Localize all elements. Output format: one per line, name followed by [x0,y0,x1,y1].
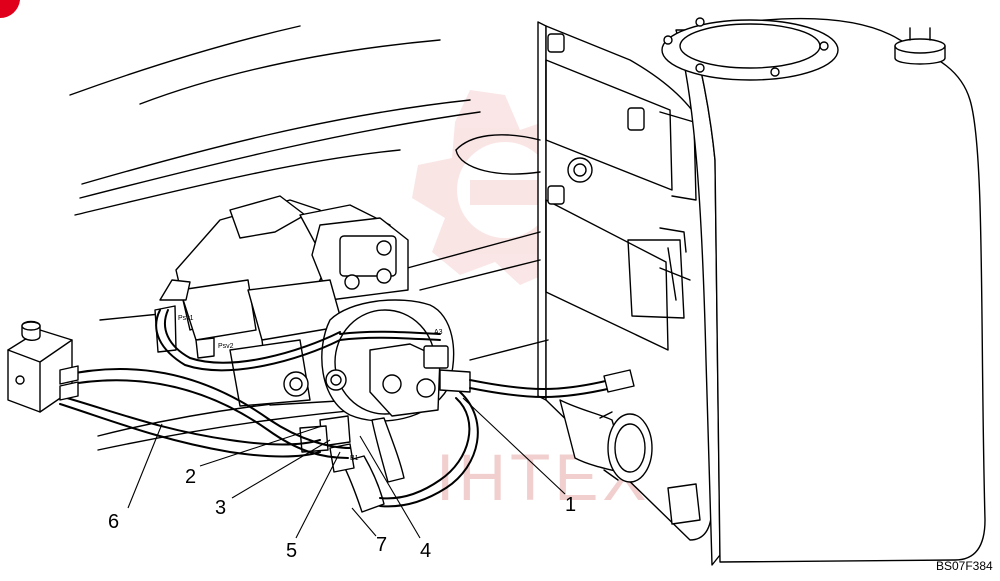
hoses [59,309,635,508]
callout-1: 1 [565,494,576,516]
callout-4: 4 [420,540,431,562]
callout-5: 5 [286,540,297,562]
port-label-a3: A3 [434,329,443,336]
callout-6: 6 [108,511,119,533]
port-label-b1: B1 [350,455,359,462]
callout-7: 7 [376,534,387,556]
suction-hose [559,399,653,483]
callout-3: 3 [215,497,226,519]
valve-block [7,320,79,413]
port-label-psv2: Psv2 [218,343,234,350]
figure-code: BS07F384 [936,559,993,573]
callout-2: 2 [185,466,196,488]
port-label-psv1: Psv1 [178,315,194,322]
corner-mark [0,0,20,19]
hydraulic-tank [661,17,986,566]
leader-lines [127,397,566,539]
pump-assembly [154,195,471,513]
